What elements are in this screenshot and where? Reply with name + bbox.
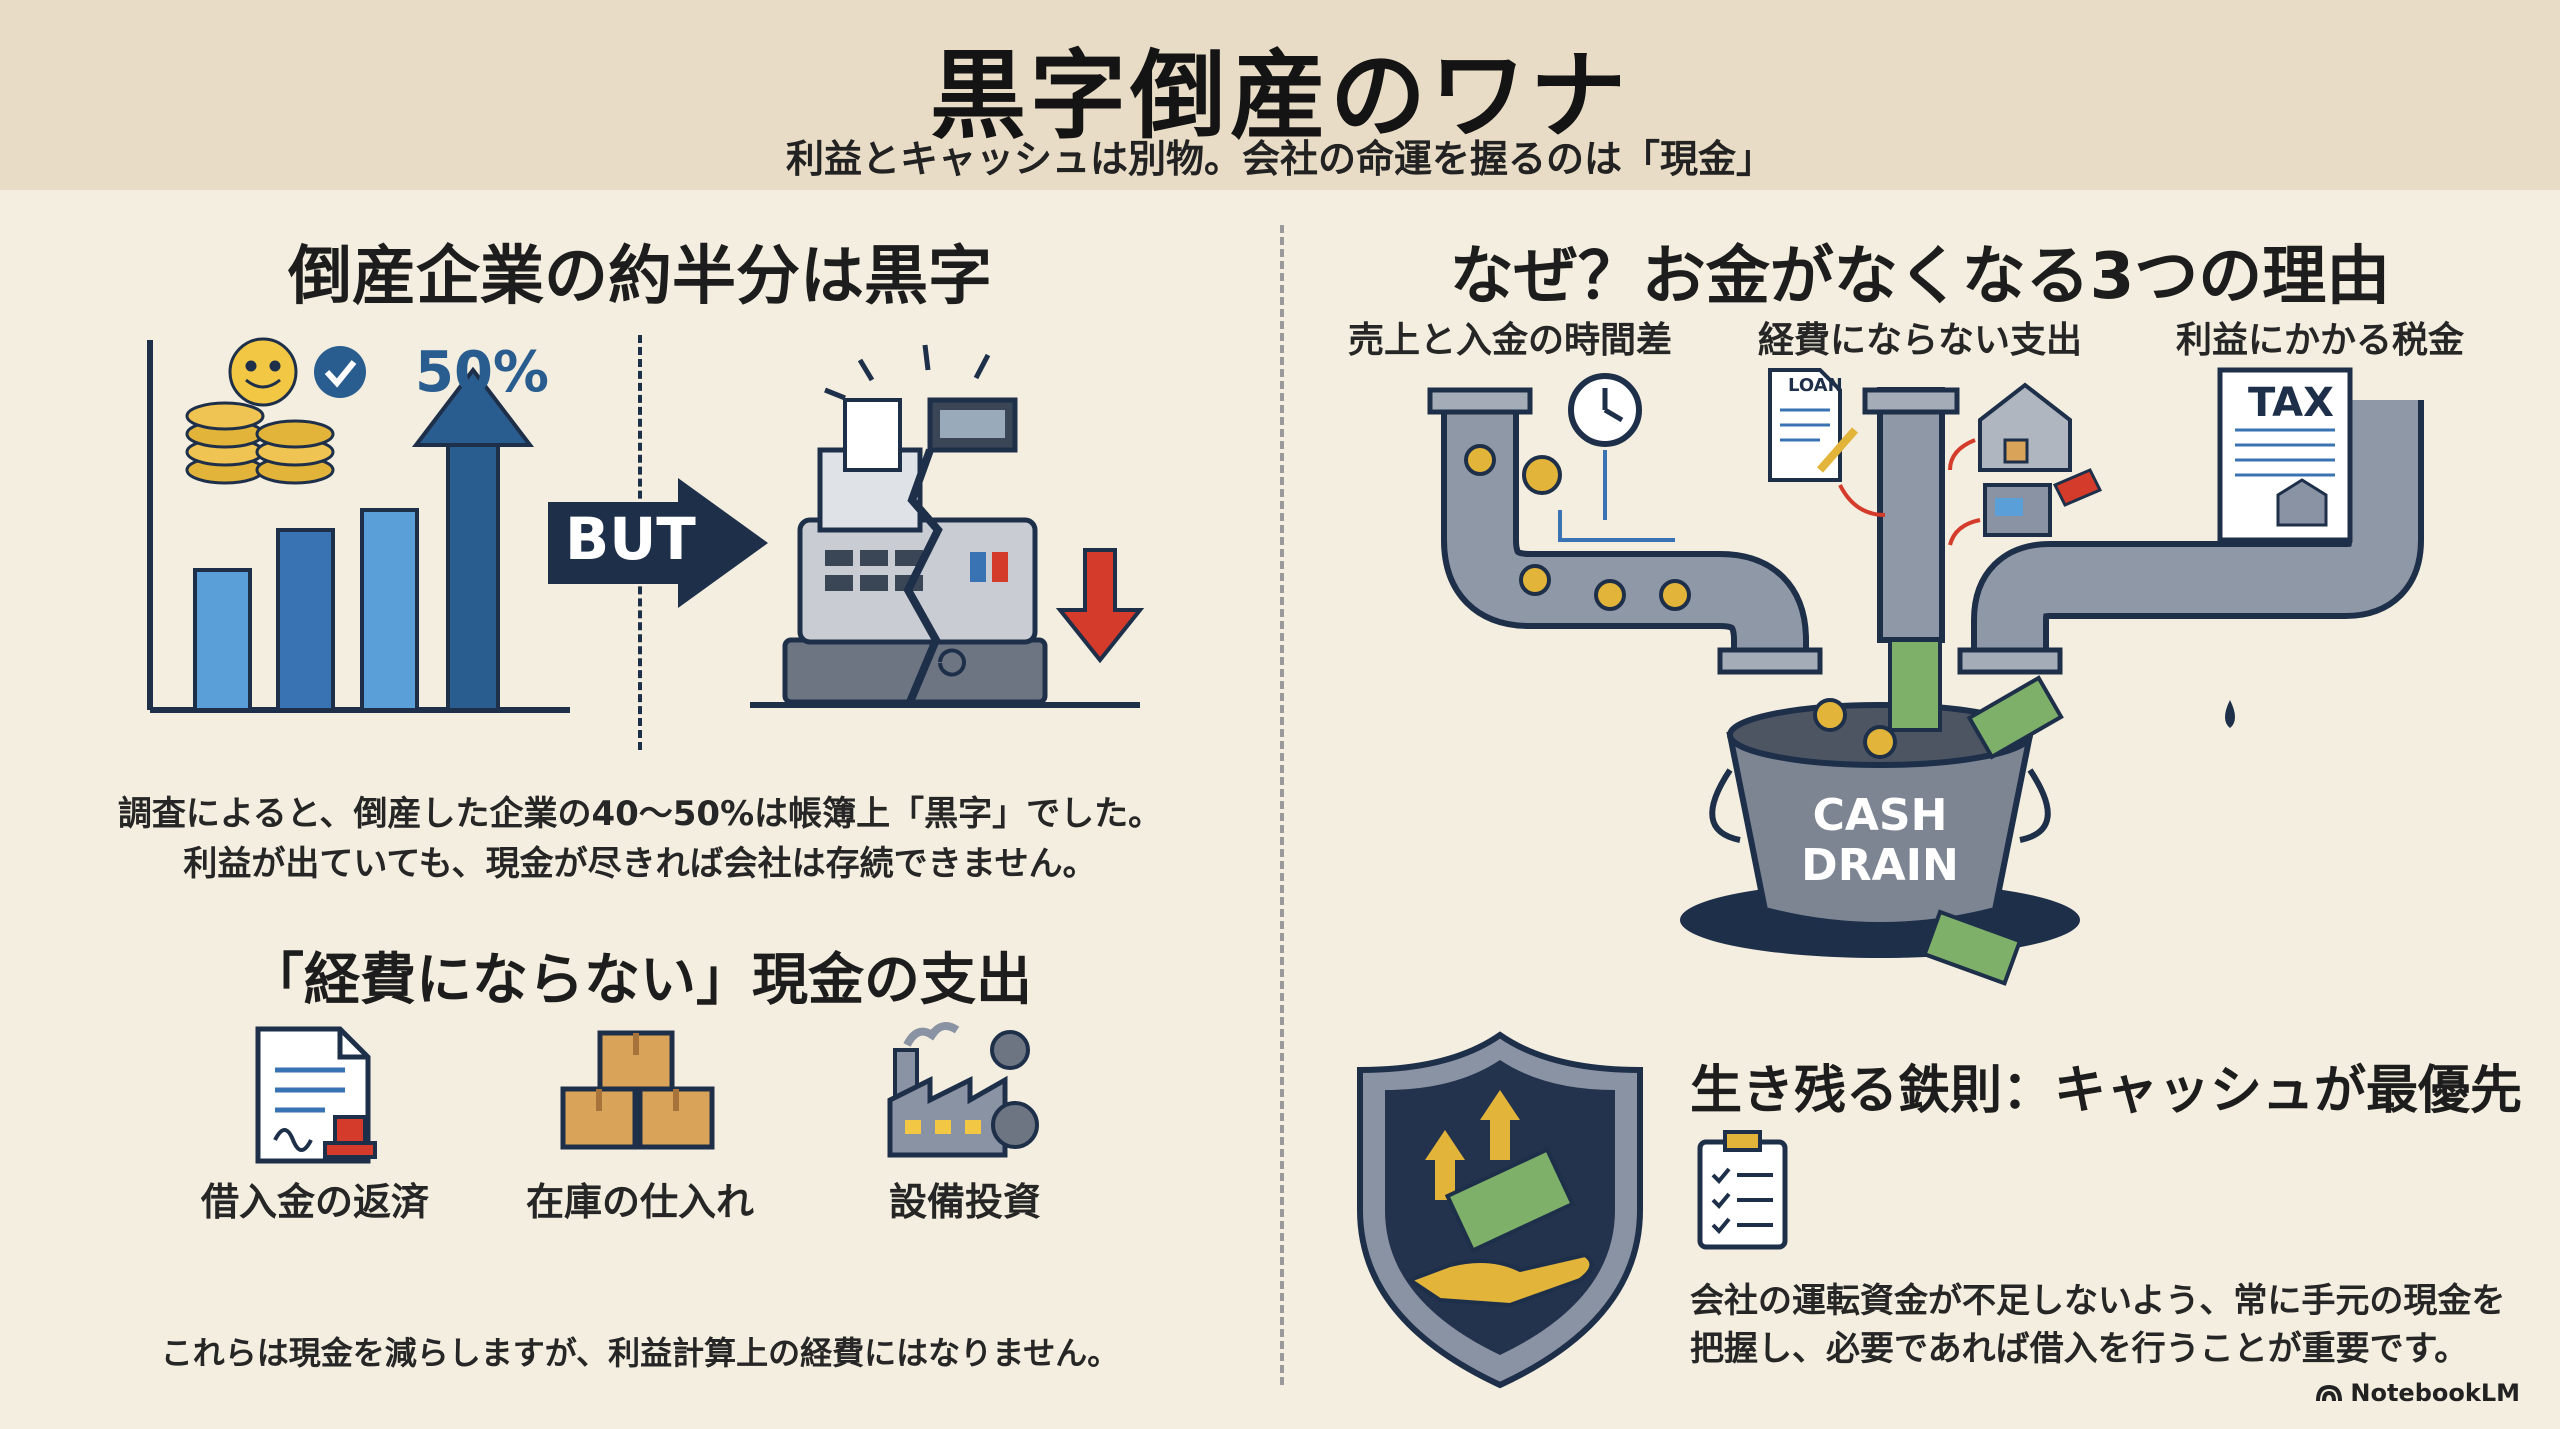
check-badge-icon bbox=[314, 346, 366, 398]
non-expense-heading: 「経費にならない」現金の支出 bbox=[248, 948, 1032, 1013]
down-arrow-icon bbox=[1055, 548, 1145, 664]
bucket-label-cash: CASH bbox=[1812, 790, 1948, 841]
header-band bbox=[0, 0, 2560, 190]
bucket-label-drain: DRAIN bbox=[1801, 840, 1959, 891]
coin-stack-icon bbox=[185, 337, 335, 485]
but-label: BUT bbox=[565, 505, 696, 573]
factory-icon bbox=[887, 1022, 1039, 1158]
survival-rule-line-1: 会社の運転資金が不足しないよう、常に手元の現金を bbox=[1690, 1281, 2506, 1321]
item-label-capital-investment: 設備投資 bbox=[888, 1180, 1041, 1224]
tax-document-icon bbox=[2217, 367, 2353, 543]
loan-document-icon bbox=[255, 1026, 377, 1164]
growth-bar-chart-illustration bbox=[147, 337, 570, 713]
checklist-clipboard-icon bbox=[1697, 1130, 1788, 1250]
column-divider bbox=[1280, 225, 1284, 1385]
footer-brand: NotebookLM bbox=[2316, 1379, 2520, 1407]
right-heading: なぜ？お金がなくなる3つの理由 bbox=[1449, 240, 2391, 314]
clock-icon bbox=[1568, 373, 1642, 447]
coin-icon bbox=[1464, 444, 1691, 611]
item-label-loan-repayment: 借入金の返済 bbox=[200, 1180, 429, 1224]
left-body-line-1: 調査によると、倒産した企業の40〜50%は帳簿上「黒字」でした。 bbox=[117, 794, 1163, 834]
left-footnote: これらは現金を減らしますが、利益計算上の経費にはなりません。 bbox=[160, 1334, 1120, 1372]
reason-label-non-expense-spending: 経費にならない支出 bbox=[1757, 320, 2082, 361]
tax-doc-label: TAX bbox=[2248, 380, 2334, 426]
left-heading: 倒産企業の約半分は黒字 bbox=[288, 240, 992, 314]
broken-cash-register-icon bbox=[750, 344, 1145, 708]
reason-label-timing-gap: 売上と入金の時間差 bbox=[1347, 320, 1672, 361]
cash-shield-icon bbox=[1357, 1031, 1643, 1389]
warehouse-icon bbox=[1978, 382, 2072, 472]
footer-brand-label: NotebookLM bbox=[2350, 1379, 2520, 1407]
survival-rule-heading: 生き残る鉄則：キャッシュが最優先 bbox=[1690, 1061, 2523, 1121]
page-title: 黒字倒産のワナ bbox=[930, 40, 1630, 152]
percent-label: 50% bbox=[415, 340, 550, 405]
loan-contract-icon bbox=[1768, 368, 1859, 482]
reason-label-profit-tax: 利益にかかる税金 bbox=[2175, 320, 2464, 361]
left-body-line-2: 利益が出ていても、現金が尽きれば会社は存続できません。 bbox=[183, 844, 1097, 884]
item-label-inventory-purchase: 在庫の仕入れ bbox=[525, 1180, 754, 1224]
cash-bill-icon bbox=[1888, 638, 2064, 986]
survival-rule-line-2: 把握し、必要であれば借入を行うことが重要です。 bbox=[1690, 1329, 2469, 1369]
inventory-boxes-icon bbox=[560, 1030, 715, 1150]
equipment-icon bbox=[1983, 468, 2103, 537]
page-subtitle: 利益とキャッシュは別物。会社の命運を握るのは「現金」 bbox=[785, 137, 1774, 181]
cash-drain-pipes-illustration bbox=[1427, 367, 2424, 986]
but-arrow-icon bbox=[548, 478, 768, 608]
notebooklm-logo-icon bbox=[2316, 1384, 2343, 1402]
loan-doc-label: LOAN bbox=[1788, 375, 1843, 396]
